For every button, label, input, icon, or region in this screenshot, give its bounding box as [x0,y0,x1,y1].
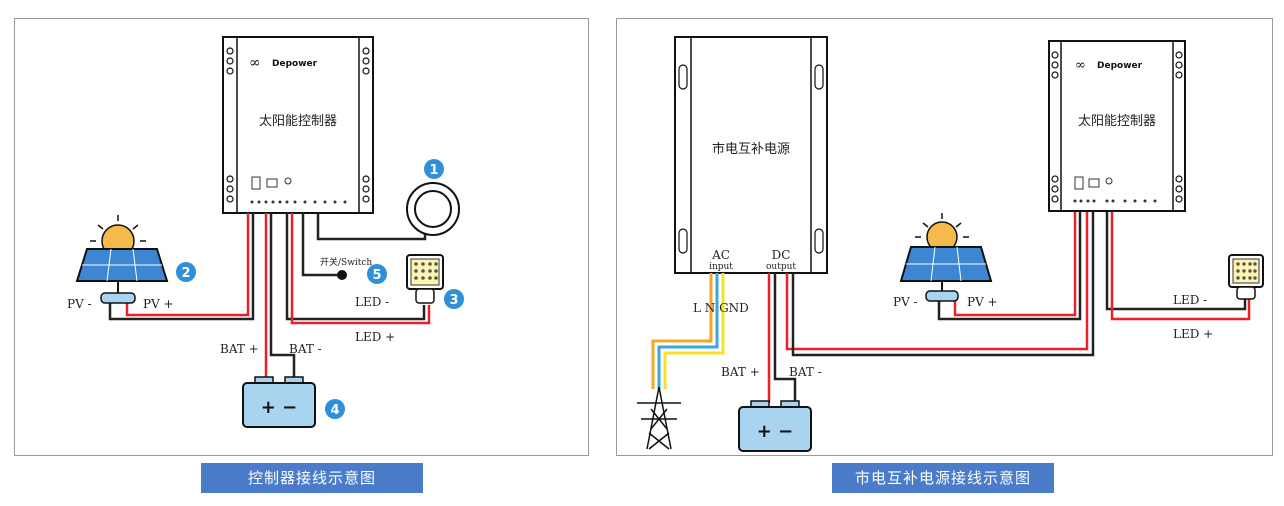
battery-symbols: + − [757,421,793,442]
lngnd-label: L N GND [693,301,749,315]
led-minus-label: LED - [355,295,389,309]
dc-wires [767,211,1251,403]
pv-minus-label: PV - [893,295,918,309]
controller-wiring-panel: Depower ∞ 太阳能控制器 [14,18,589,456]
solar-panel-icon [75,215,169,304]
solar-panel-small-icon [1074,176,1084,190]
pv-plus-label: PV + [967,295,998,309]
led-minus-label: LED - [1173,293,1207,307]
mains-hybrid-wiring-panel: 市电互补电源 AC input DC output L N GND + − BA… [616,18,1273,456]
power-tower-icon [637,386,681,450]
battery-small-icon [266,178,278,188]
solar-controller: ∞ Depower 太阳能控制器 [1048,40,1186,212]
switch-icon [337,270,347,280]
solar-panel-small-icon [251,176,261,190]
bat-minus-label: BAT - [789,365,822,379]
controller-wiring-diagram: Depower ∞ 太阳能控制器 [67,36,464,428]
ac-label: AC [711,248,730,262]
controller-title: 太阳能控制器 [1078,114,1156,129]
dc-output-label: output [766,262,796,272]
marker-2: 2 [176,262,196,282]
pv-plus-label: PV + [143,297,174,311]
led-lamp-icon [406,254,444,304]
supply-title: 市电互补电源 [712,141,790,157]
controller-title: 太阳能控制器 [259,114,337,129]
svg-text:4: 4 [330,403,339,418]
battery-icon: + − [242,376,316,428]
marker-3: 3 [444,289,464,309]
led-plus-label: LED + [1173,327,1213,341]
ac-input-label: input [709,262,733,272]
svg-text:1: 1 [429,163,438,178]
bat-plus-label: BAT + [220,342,259,356]
caption-mains-hybrid-wiring: 市电互补电源接线示意图 [832,463,1054,493]
svg-text:2: 2 [181,266,190,281]
light-sensor [406,182,460,236]
battery-small-icon [1088,178,1100,188]
mains-hybrid-supply: 市电互补电源 AC input DC output [674,36,828,274]
led-plus-label: LED + [355,330,395,344]
bat-plus-label: BAT + [721,365,760,379]
bat-minus-label: BAT - [289,342,322,356]
led-lamp-icon [1228,254,1264,300]
solar-panel-icon [899,213,993,302]
svg-text:5: 5 [372,268,381,283]
ac-wires [651,273,725,389]
bulb-small-icon [1105,177,1113,185]
solar-controller: Depower ∞ 太阳能控制器 [222,36,374,214]
marker-4: 4 [325,399,345,419]
marker-5: 5 [367,264,387,284]
mains-hybrid-wiring-diagram: 市电互补电源 AC input DC output L N GND + − BA… [637,36,1264,452]
caption-controller-wiring: 控制器接线示意图 [201,463,423,493]
controller-brand: Depower [272,59,318,69]
brand-logo-icon: ∞ [249,55,261,71]
pv-minus-label: PV - [67,297,92,311]
marker-1: 1 [424,159,444,179]
brand-logo-icon: ∞ [1075,58,1086,73]
bulb-small-icon [284,177,292,185]
battery-symbols: + − [261,397,297,418]
switch-label: 开关/Switch [320,256,372,268]
dc-label: DC [772,248,791,262]
battery-icon: + − [738,400,812,452]
controller-brand: Depower [1097,61,1143,71]
svg-text:3: 3 [449,293,458,308]
